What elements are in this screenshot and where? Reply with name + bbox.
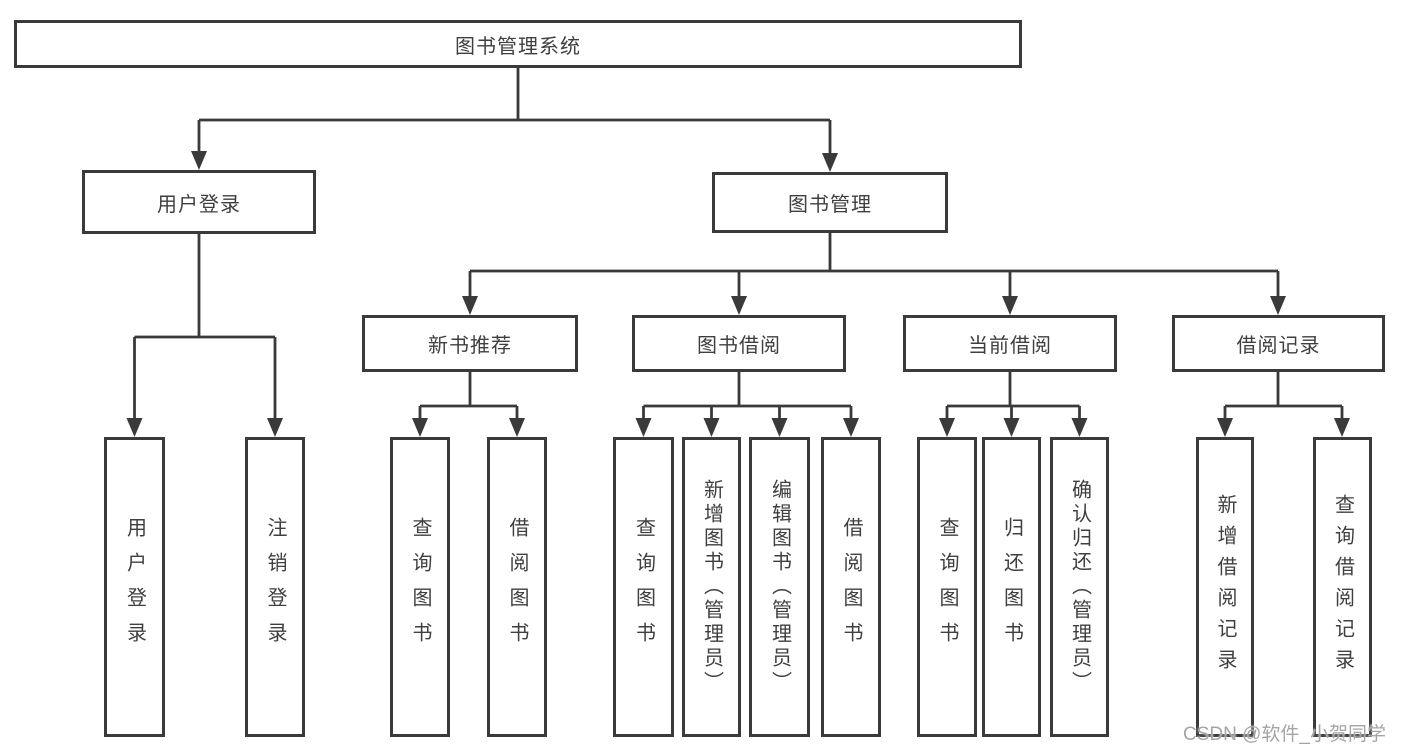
leaf-node-query-books-3: 查询图书 [917, 437, 977, 737]
leaf-node-add-borrow-record: 新增借阅记录 [1196, 437, 1254, 737]
leaf-node-logout: 注销登录 [245, 437, 305, 737]
leaf-node-query-books-2: 查询图书 [613, 437, 674, 737]
leaf-node-return-books: 归还图书 [982, 437, 1041, 737]
csdn-watermark: CSDN @软件_小贺同学 [1183, 724, 1386, 745]
node-current-borrow: 当前借阅 [903, 315, 1117, 372]
leaf-node-confirm-return-admin: 确认归还（管理员） [1050, 437, 1109, 737]
leaf-node-borrow-books-1: 借阅图书 [487, 437, 547, 737]
leaf-node-borrow-books-2: 借阅图书 [821, 437, 881, 737]
node-borrow-records: 借阅记录 [1172, 315, 1385, 372]
node-new-book-recommend: 新书推荐 [362, 315, 578, 372]
node-book-borrow: 图书借阅 [632, 315, 846, 372]
leaf-node-add-books-admin: 新增图书（管理员） [682, 437, 741, 737]
root-node-book-management-system: 图书管理系统 [14, 20, 1022, 68]
node-book-management: 图书管理 [712, 172, 948, 233]
leaf-node-query-books-1: 查询图书 [390, 437, 450, 737]
node-user-login: 用户登录 [82, 170, 316, 234]
leaf-node-query-borrow-record: 查询借阅记录 [1313, 437, 1372, 737]
leaf-node-user-login: 用户登录 [104, 437, 165, 737]
leaf-node-edit-books-admin: 编辑图书（管理员） [749, 437, 810, 737]
arrowhead-icons [126, 151, 1350, 437]
